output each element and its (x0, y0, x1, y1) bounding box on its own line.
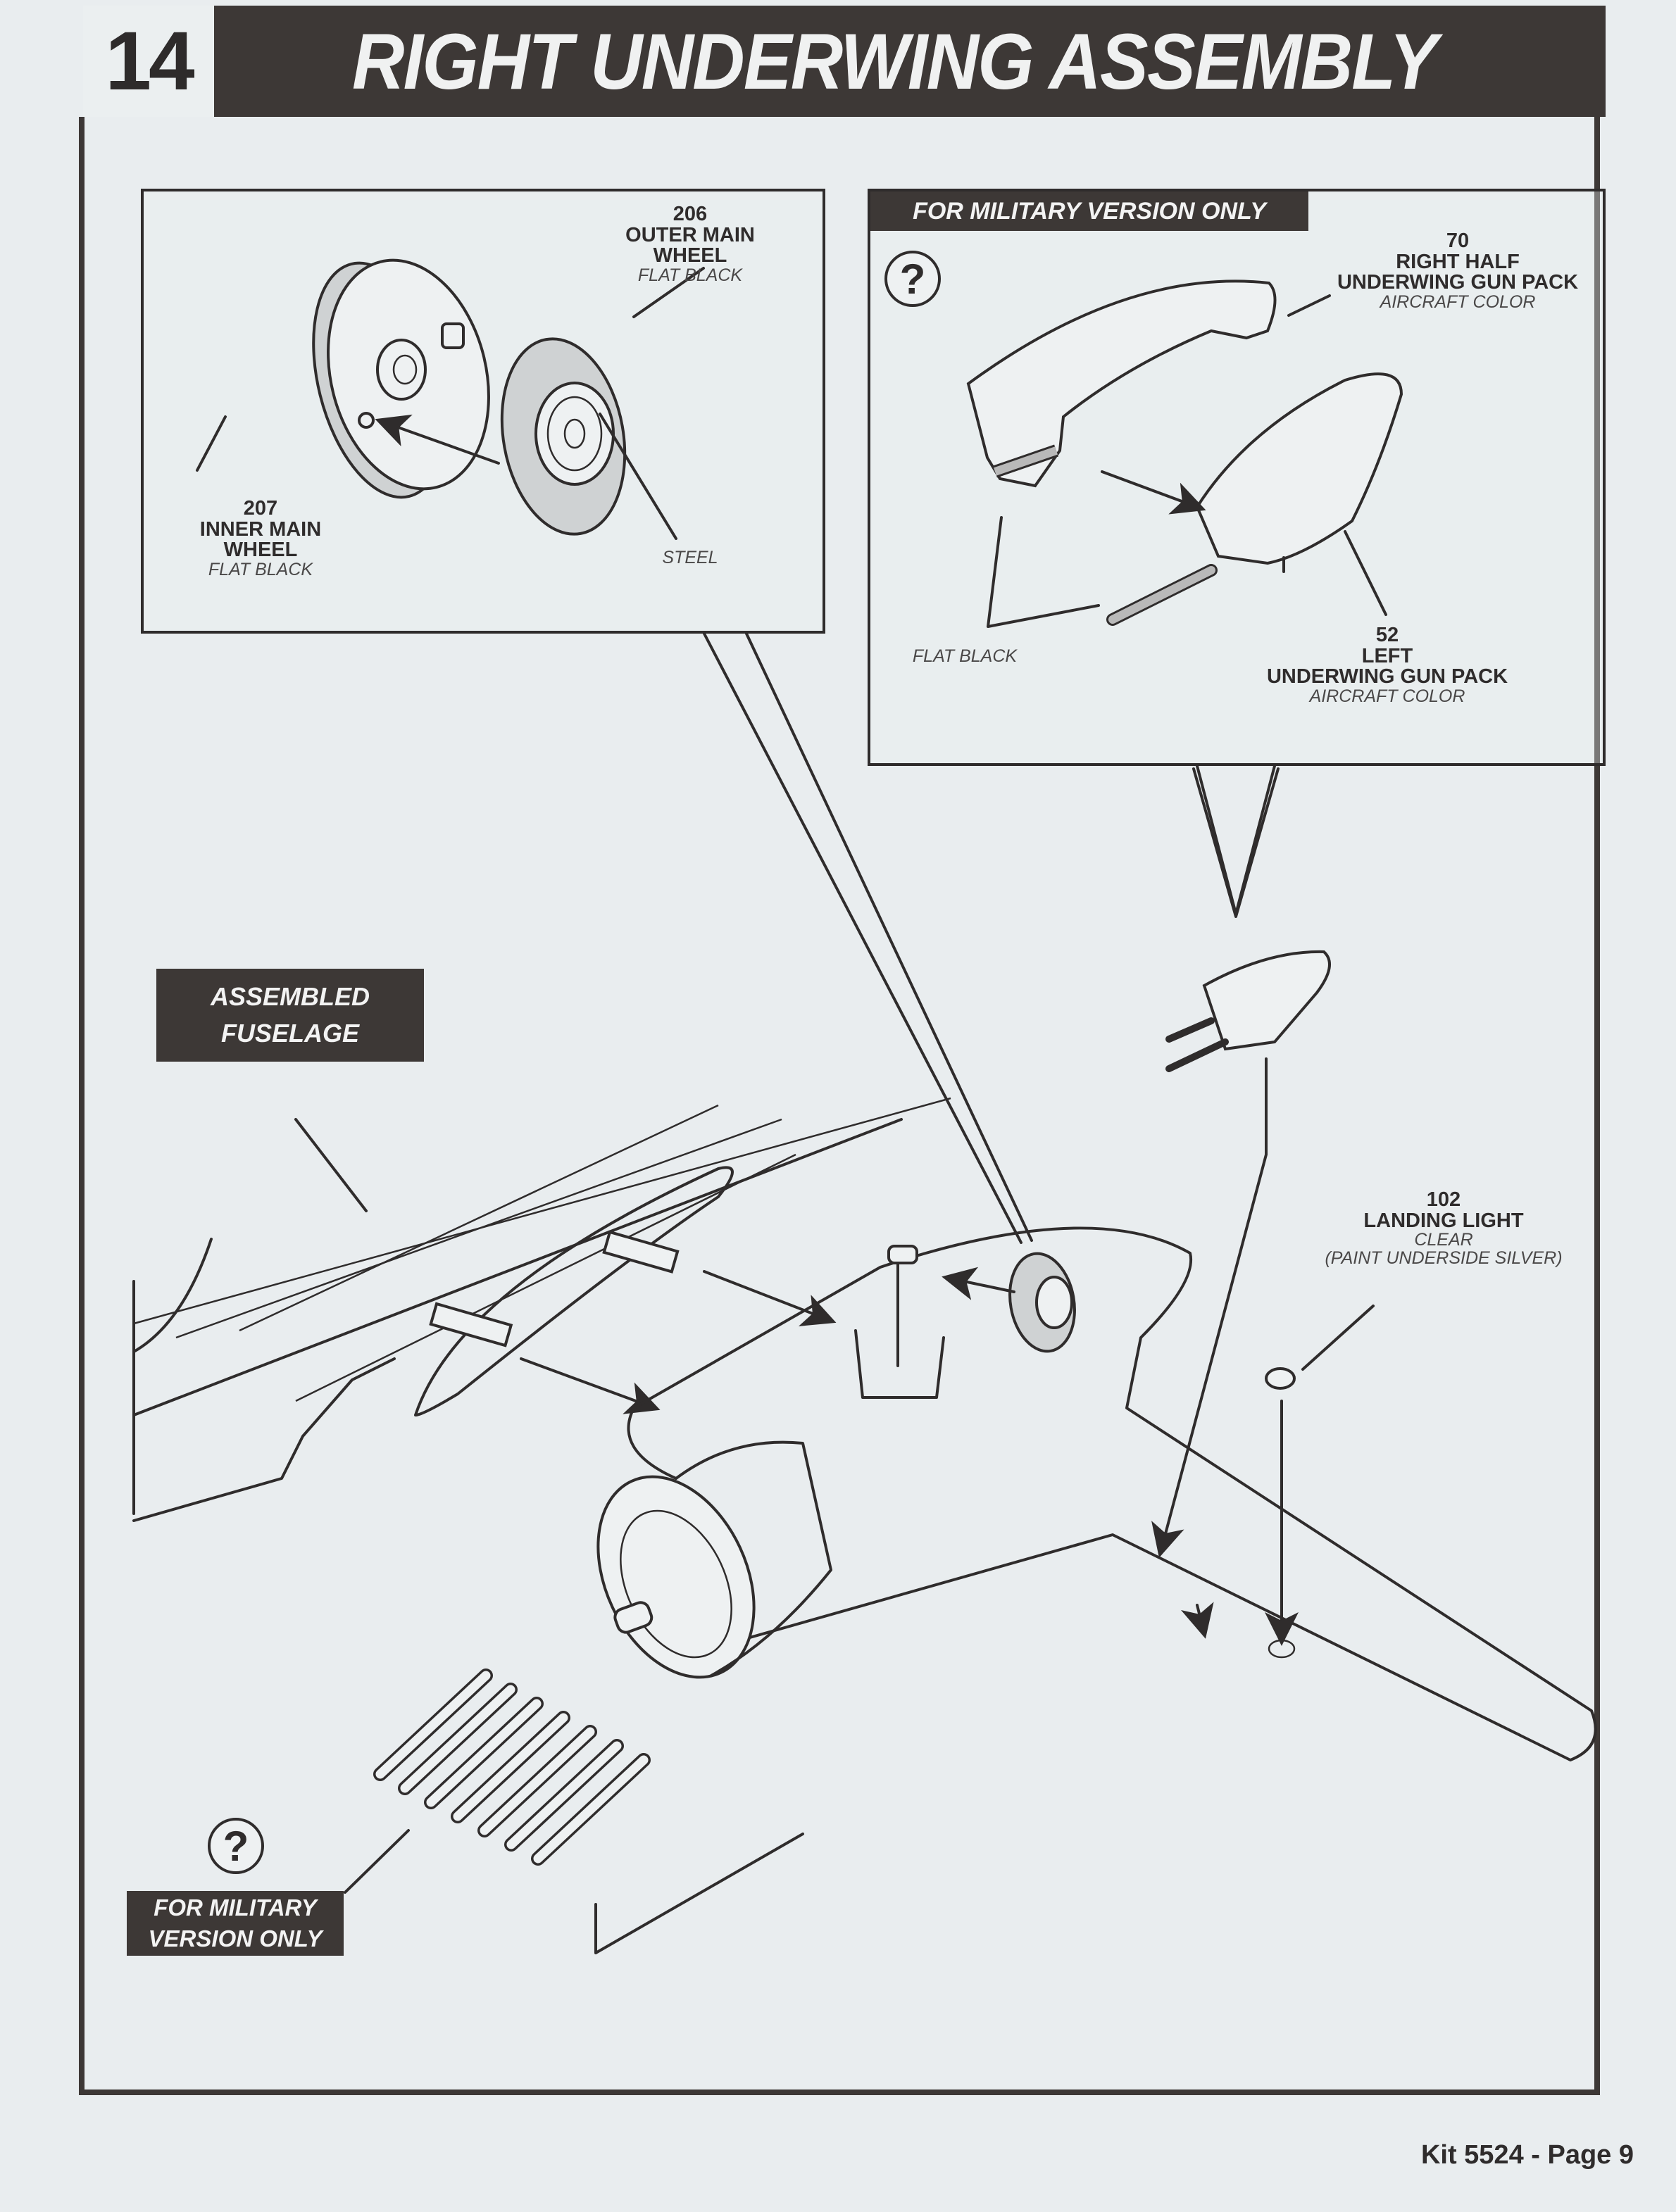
callout-right-half-gun-pack: 70 RIGHT HALF UNDERWING GUN PACK AIRCRAF… (1324, 230, 1591, 312)
paint-color: AIRCRAFT COLOR (1380, 291, 1536, 312)
leader-line-flat-black (987, 516, 1100, 628)
paint-color: FLAT BLACK (637, 265, 743, 285)
callout-inner-main-wheel: 207 INNER MAIN WHEEL FLAT BLACK (190, 498, 331, 579)
label-line: ASSEMBLED (210, 982, 370, 1011)
leader-line-206 (632, 267, 705, 318)
leader-line-52 (1344, 530, 1387, 616)
rockets-military-version-label: FOR MILITARY VERSION ONLY (127, 1891, 344, 1956)
right-half-gun-pack-part (966, 279, 1277, 488)
question-mark-circle-icon: ? (884, 251, 941, 307)
engine-cowling (596, 1440, 832, 1679)
callout-steel: STEEL (648, 548, 732, 567)
paint-note: (PAINT UNDERSIDE SILVER) (1325, 1248, 1563, 1268)
leader-line-rockets (344, 1829, 410, 1894)
paint-color: AIRCRAFT COLOR (1309, 686, 1465, 706)
paint-color: CLEAR (1414, 1230, 1473, 1250)
callout-barrel-color: FLAT BLACK (901, 646, 1028, 666)
step-frame (79, 117, 1600, 2095)
part-number: 70 (1446, 230, 1470, 252)
main-wheel-assembled (1008, 1252, 1076, 1353)
part-name: INNER MAIN (199, 517, 322, 541)
paint-color: FLAT BLACK (208, 559, 313, 579)
part-number: 102 (1426, 1188, 1461, 1211)
part-name: LEFT (1361, 644, 1413, 667)
wheel-assembly-arrow (375, 414, 500, 465)
page-footer: Kit 5524 - Page 9 (1420, 2140, 1634, 2170)
part-name: RIGHT HALF (1396, 250, 1520, 273)
gun-pack-assembled (1165, 950, 1331, 1072)
gun-pack-assembly-arrow (1101, 470, 1206, 515)
landing-light-part (1265, 1367, 1296, 1390)
leader-line-102 (1301, 1305, 1375, 1371)
part-number: 207 (243, 497, 278, 520)
inner-main-wheel-part (312, 258, 490, 499)
assembled-fuselage-label: ASSEMBLED FUSELAGE (156, 969, 424, 1062)
step-title: RIGHT UNDERWING ASSEMBLY (352, 17, 1437, 106)
outer-main-wheel-part (500, 337, 627, 536)
callout-landing-light: 102 LANDING LIGHT CLEAR (PAINT UNDERSIDE… (1310, 1188, 1577, 1268)
part-name: LANDING LIGHT (1363, 1209, 1524, 1232)
part-name: UNDERWING GUN PACK (1266, 665, 1508, 689)
callout-left-gun-pack: 52 LEFT UNDERWING GUN PACK AIRCRAFT COLO… (1253, 624, 1521, 706)
question-mark-circle-icon: ? (208, 1818, 264, 1874)
leader-line-steel (599, 413, 677, 540)
right-wing (627, 1226, 1597, 1761)
left-gun-pack-part (1106, 372, 1403, 626)
part-name: WHEEL (223, 539, 298, 562)
paint-color: FLAT BLACK (912, 646, 1018, 666)
label-line: FOR MILITARY (154, 1894, 317, 1921)
propeller-shaft (613, 1601, 653, 1634)
fuselage-outline (132, 1097, 951, 1522)
part-number: 206 (673, 203, 708, 225)
part-name: WHEEL (653, 244, 727, 268)
leader-line-70 (1287, 294, 1331, 317)
callout-outer-main-wheel: 206 OUTER MAIN WHEEL FLAT BLACK (620, 203, 761, 285)
part-name: UNDERWING GUN PACK (1337, 271, 1579, 294)
rocket-placement-bracket (594, 1833, 804, 1954)
label-line: VERSION ONLY (148, 1925, 323, 1952)
part-number: 52 (1375, 624, 1399, 646)
step-header-bar (83, 6, 1606, 117)
label-line: FUSELAGE (220, 1019, 359, 1048)
leader-line-207 (196, 415, 227, 472)
paint-color: STEEL (662, 548, 718, 567)
military-version-banner: FOR MILITARY VERSION ONLY (870, 191, 1308, 231)
rocket-rack (373, 1669, 651, 1866)
landing-gear-strut (854, 1245, 945, 1399)
step-number: 14 (83, 6, 214, 117)
part-name: OUTER MAIN (625, 223, 755, 246)
